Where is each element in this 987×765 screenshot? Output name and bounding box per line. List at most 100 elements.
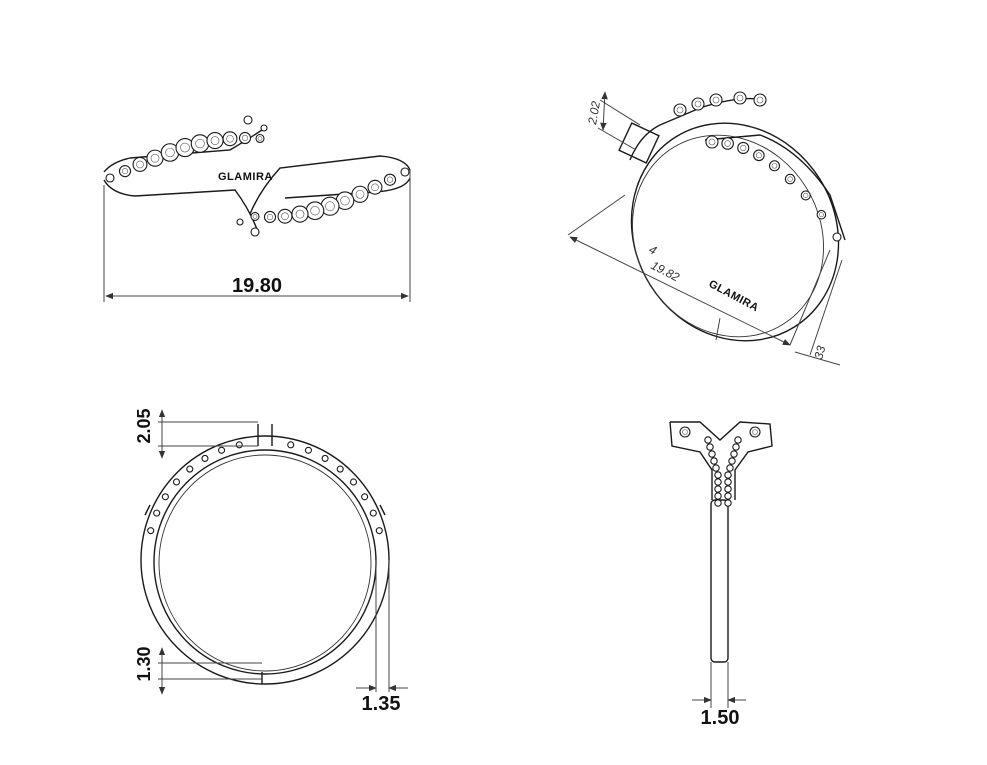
gem-stone bbox=[704, 436, 712, 444]
gem-stone bbox=[749, 426, 761, 438]
gem-facet bbox=[371, 183, 379, 192]
gem-facet bbox=[165, 147, 175, 158]
gem-stone bbox=[832, 232, 842, 242]
gem-facet bbox=[771, 162, 778, 169]
gem-facet bbox=[121, 168, 129, 175]
gem-stone bbox=[147, 527, 155, 535]
gem-facet bbox=[818, 212, 824, 218]
perspective-top-dimension: 2.02 bbox=[585, 100, 603, 127]
gem-stone bbox=[724, 499, 732, 507]
gem-facet bbox=[180, 142, 190, 153]
front-thickness-dimension: 1.35 bbox=[362, 693, 401, 715]
perspective-side-label-b: 4 bbox=[647, 242, 660, 258]
gem-stone bbox=[753, 93, 767, 107]
gem-stone bbox=[816, 209, 827, 220]
gem-stone bbox=[351, 185, 369, 203]
gem-stone bbox=[235, 441, 243, 449]
gem-stone bbox=[161, 493, 169, 501]
side-view: 1.50 bbox=[669, 421, 773, 729]
gem-stone bbox=[238, 131, 252, 145]
gem-facet bbox=[281, 212, 289, 220]
gem-stone bbox=[132, 156, 148, 172]
gem-stone bbox=[255, 133, 265, 144]
gem-facet bbox=[724, 140, 731, 147]
front-head-dimension: 2.05 bbox=[134, 408, 154, 443]
gem-facet bbox=[803, 192, 809, 198]
gem-facet bbox=[755, 152, 762, 159]
gem-stone bbox=[375, 527, 383, 535]
brand-mark-top: GLAMIRA bbox=[218, 171, 273, 183]
gem-facet bbox=[752, 429, 758, 435]
gem-stone bbox=[721, 137, 734, 150]
gem-stone bbox=[724, 492, 732, 500]
gem-stone bbox=[710, 457, 718, 465]
gem-facet bbox=[694, 100, 702, 108]
gem-stone bbox=[186, 465, 194, 473]
side-width-dimension: 1.50 bbox=[701, 707, 740, 729]
side-view-gems bbox=[679, 426, 761, 507]
gem-facet bbox=[150, 153, 160, 163]
gem-facet bbox=[257, 136, 263, 141]
perspective-side-dimension: 33 bbox=[811, 344, 828, 361]
gem-facet bbox=[676, 106, 684, 114]
gem-stone bbox=[243, 115, 253, 125]
gem-facet bbox=[736, 94, 744, 102]
gem-stone bbox=[784, 173, 796, 185]
gem-facet bbox=[310, 206, 320, 216]
gem-stone bbox=[724, 485, 732, 493]
gem-stone bbox=[105, 173, 115, 183]
gem-stone bbox=[714, 478, 722, 486]
gem-facet bbox=[787, 176, 793, 182]
gem-stone bbox=[361, 493, 369, 501]
gem-stone bbox=[190, 134, 210, 153]
gem-stone bbox=[724, 478, 732, 486]
gem-stone bbox=[172, 478, 181, 486]
gem-facet bbox=[226, 134, 234, 143]
perspective-diag-dimension: 19.82 bbox=[649, 258, 682, 284]
gem-stone bbox=[730, 450, 738, 458]
gem-stone bbox=[153, 509, 161, 517]
gem-stone bbox=[737, 141, 750, 154]
gem-stone bbox=[673, 103, 687, 117]
gem-stone bbox=[146, 149, 164, 167]
gem-stone bbox=[260, 124, 268, 132]
gem-stone bbox=[728, 457, 736, 465]
gem-stone bbox=[734, 436, 742, 444]
gem-facet bbox=[210, 136, 220, 145]
gem-stone bbox=[369, 509, 377, 517]
gem-facet bbox=[266, 213, 274, 221]
gem-stone bbox=[321, 454, 329, 462]
gem-facet bbox=[241, 134, 249, 142]
gem-stone bbox=[705, 135, 719, 149]
gem-facet bbox=[740, 144, 747, 151]
gem-stone bbox=[287, 441, 295, 449]
gem-stone bbox=[400, 167, 410, 177]
gem-stone bbox=[732, 443, 740, 451]
front-view: 2.05 1.30 1.35 bbox=[134, 408, 408, 715]
gem-stone bbox=[304, 446, 312, 454]
gem-facet bbox=[355, 189, 365, 199]
perspective-gems bbox=[673, 91, 842, 242]
gem-stone bbox=[277, 208, 293, 224]
gem-stone bbox=[691, 97, 705, 111]
gem-facet bbox=[682, 429, 688, 435]
gem-stone bbox=[726, 464, 734, 472]
gem-stone bbox=[383, 173, 397, 186]
gem-facet bbox=[195, 138, 205, 149]
gem-stone bbox=[679, 426, 691, 438]
gem-stone bbox=[349, 478, 358, 486]
top-width-dimension: 19.80 bbox=[232, 275, 282, 297]
gem-stone bbox=[753, 149, 765, 162]
gem-stone bbox=[768, 160, 781, 172]
gem-stone bbox=[714, 499, 722, 507]
gem-stone bbox=[250, 227, 260, 237]
top-view-gems bbox=[105, 115, 410, 237]
gem-stone bbox=[367, 179, 383, 195]
gem-facet bbox=[252, 214, 258, 219]
gem-stone bbox=[708, 450, 716, 458]
gem-stone bbox=[712, 464, 720, 472]
gem-facet bbox=[295, 209, 305, 219]
gem-stone bbox=[291, 205, 309, 223]
gem-stone bbox=[218, 446, 226, 454]
